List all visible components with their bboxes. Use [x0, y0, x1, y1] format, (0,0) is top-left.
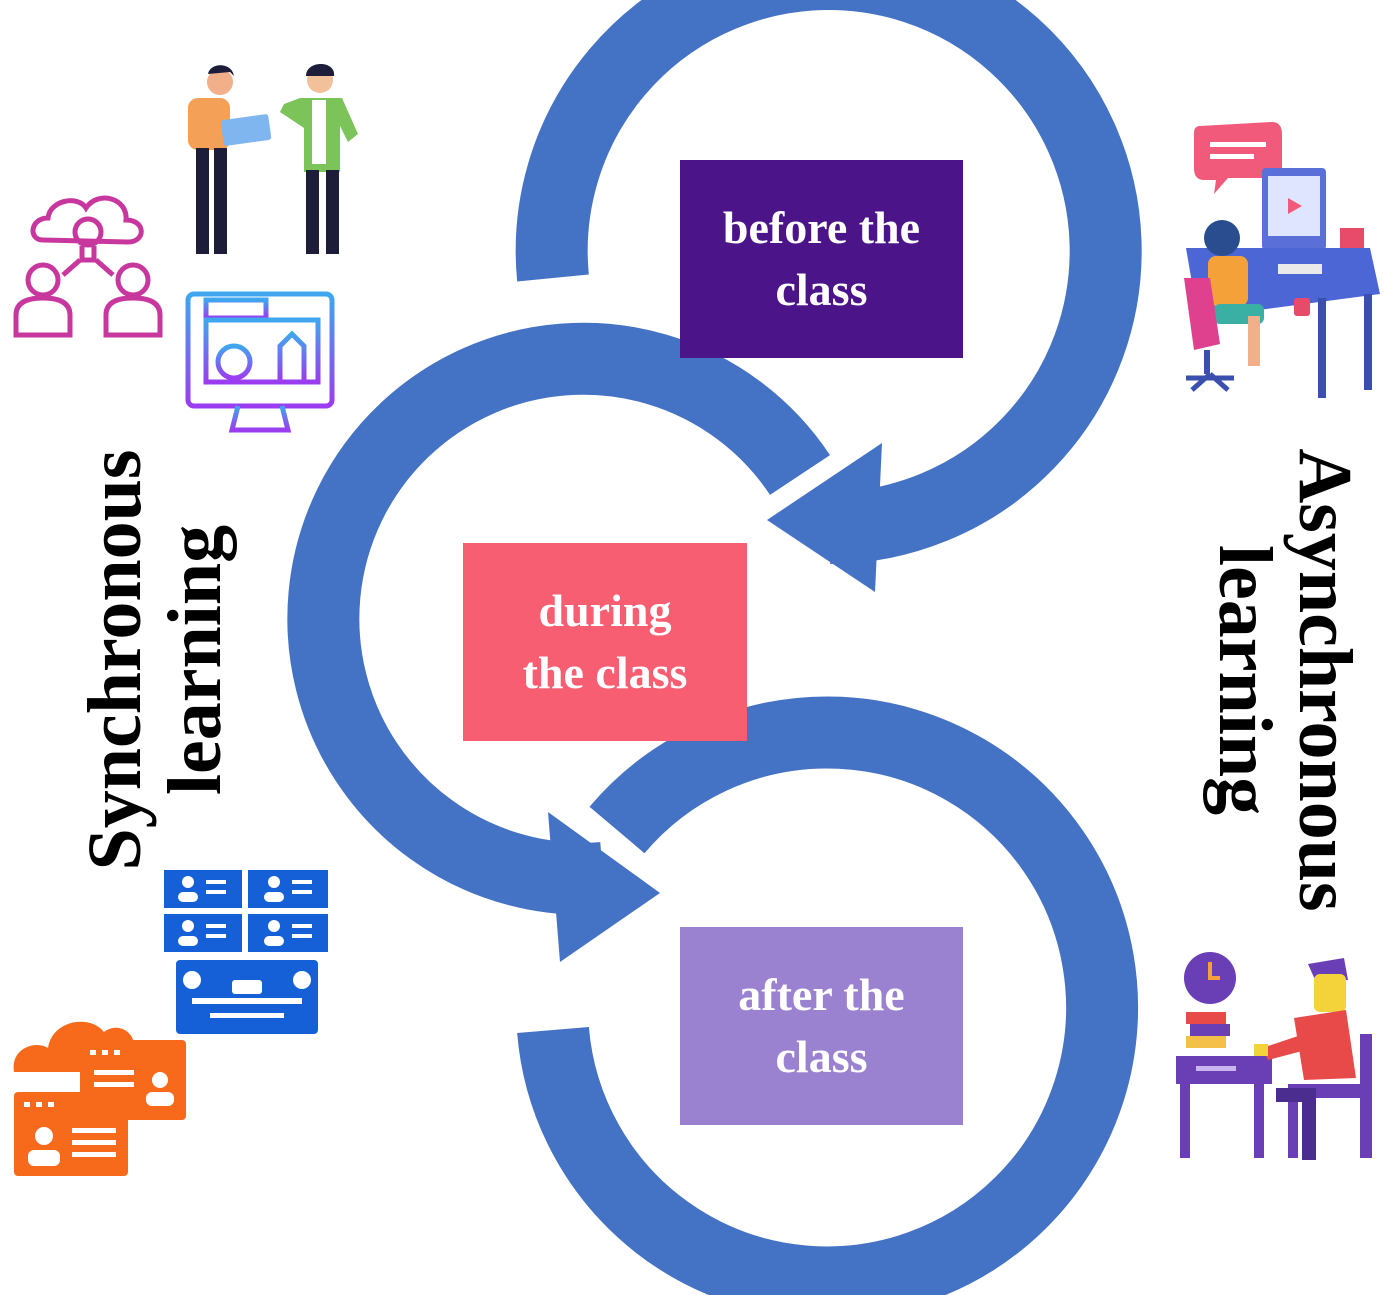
bottom-loop-arrow [517, 696, 1139, 1295]
idea-team-icon [13, 195, 163, 338]
two-people-discussion-icon [188, 64, 358, 254]
after-class-line2: class [775, 1031, 868, 1082]
middle-arrowhead [548, 812, 660, 962]
cloud-profiles-icon [13, 1021, 186, 1176]
synchronous-word: Synchronous [73, 449, 157, 871]
before-class-line1: before the [722, 202, 921, 253]
before-class-line2: class [775, 264, 868, 315]
student-writing-desk-icon [1176, 952, 1372, 1160]
middle-loop-arrow [287, 322, 830, 915]
before-class-box: before the class [680, 160, 963, 358]
after-class-box: after the class [680, 927, 963, 1125]
top-arrowhead [767, 443, 882, 592]
asynchronous-word: Asynchronous [1283, 448, 1367, 912]
during-class-line2: the class [522, 647, 688, 698]
video-conference-icon [164, 870, 328, 1034]
during-class-box: during the class [463, 543, 747, 741]
student-computer-desk-icon [1184, 122, 1380, 398]
top-loop-arrow [515, 0, 1142, 564]
asynchronous-learning-label: Asynchronous learning [1190, 440, 1380, 920]
during-class-line1: during [538, 585, 672, 636]
after-class-line1: after the [738, 969, 905, 1020]
monitor-design-icon [185, 291, 335, 437]
synchronous-learning-label: Synchronous learning [60, 440, 250, 880]
asynchronous-learning-word: learning [1203, 544, 1287, 816]
synchronous-learning-word: learning [153, 524, 237, 796]
